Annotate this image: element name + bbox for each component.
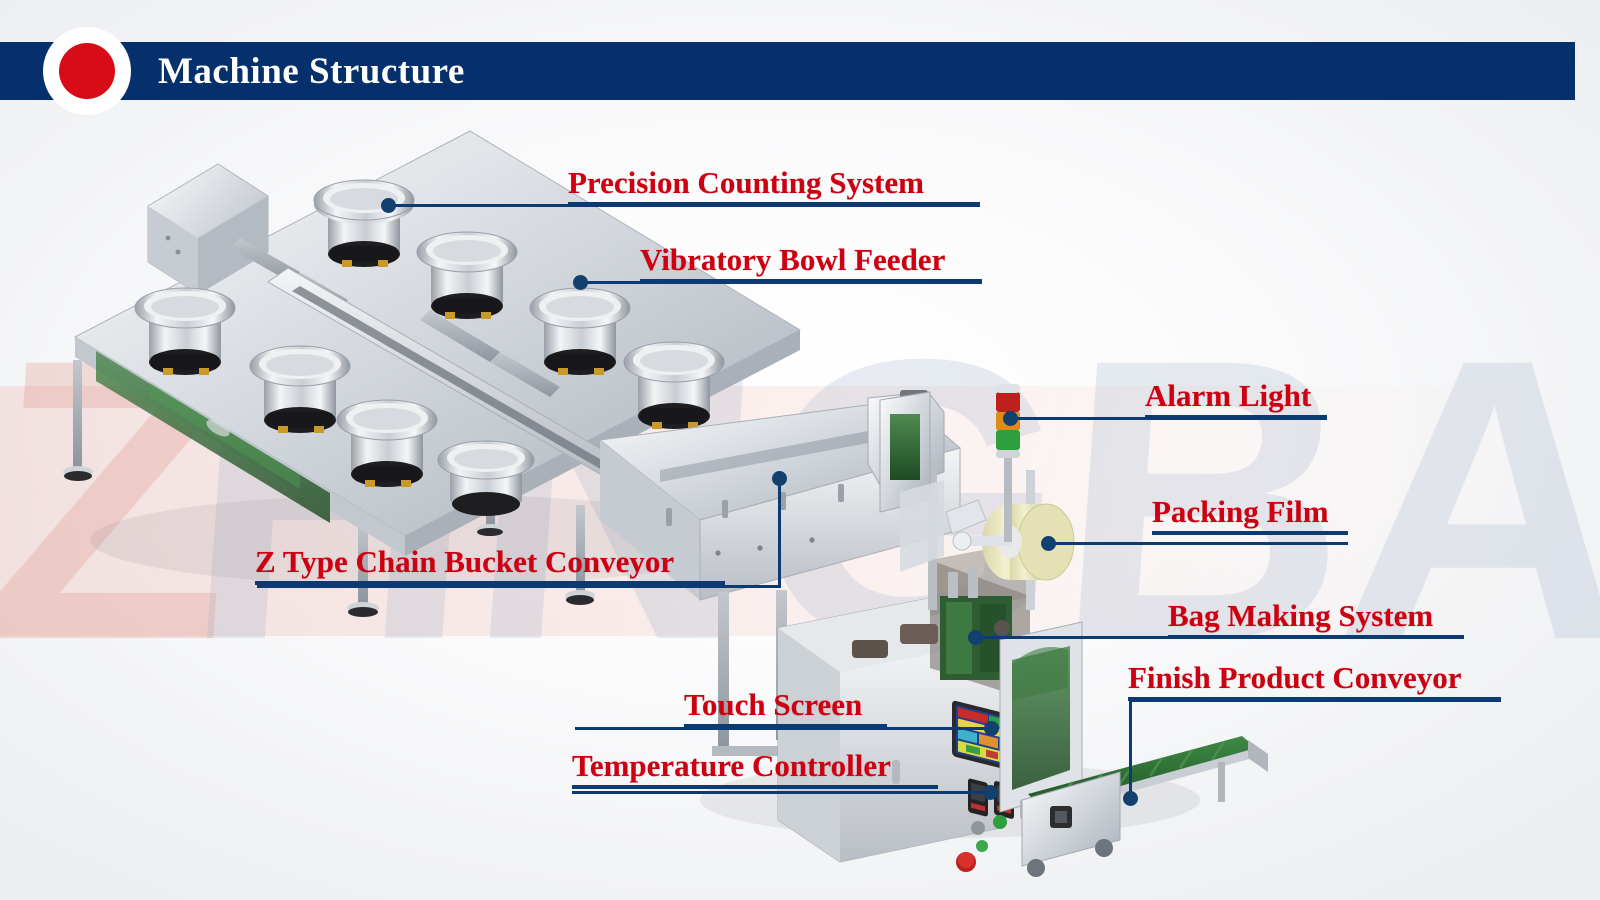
callout-label-vibratory-bowl-feeder: Vibratory Bowl Feeder (640, 242, 946, 277)
page-title: Machine Structure (158, 51, 465, 92)
callout-precision-counting-system: Precision Counting System (568, 165, 980, 206)
callout-label-temperature-controller: Temperature Controller (572, 748, 891, 783)
leader-z-type-chain-bucket-conveyor-riser (778, 477, 781, 588)
callout-rule-z-type-chain-bucket-conveyor (255, 580, 725, 585)
leader-packing-film (1048, 542, 1348, 545)
leader-dot-vibratory-bowl-feeder (573, 275, 588, 290)
red-dot-icon (59, 43, 115, 99)
leader-dot-alarm-light (1003, 411, 1018, 426)
callout-rule-bag-making-system (1168, 634, 1464, 639)
callout-rule-finish-product-conveyor (1128, 696, 1501, 701)
callout-touch-screen: Touch Screen (684, 687, 887, 728)
callout-finish-product-conveyor: Finish Product Conveyor (1128, 660, 1501, 701)
callout-rule-touch-screen (684, 723, 887, 728)
leader-dot-finish-product-conveyor (1123, 791, 1138, 806)
leader-temperature-controller (572, 791, 990, 794)
callout-vibratory-bowl-feeder: Vibratory Bowl Feeder (640, 242, 982, 283)
callout-bag-making-system: Bag Making System (1168, 598, 1464, 639)
leader-dot-touch-screen (984, 721, 999, 736)
callout-rule-temperature-controller (572, 784, 938, 789)
callout-label-alarm-light: Alarm Light (1145, 378, 1312, 413)
leader-dot-precision-counting-system (381, 198, 396, 213)
header-bar (0, 42, 1575, 100)
leader-z-type-chain-bucket-conveyor (257, 585, 781, 588)
callout-rule-alarm-light (1145, 414, 1327, 419)
callout-label-precision-counting-system: Precision Counting System (568, 165, 924, 200)
callout-label-finish-product-conveyor: Finish Product Conveyor (1128, 660, 1462, 695)
callout-alarm-light: Alarm Light (1145, 378, 1327, 419)
leader-touch-screen (575, 727, 990, 730)
callout-temperature-controller: Temperature Controller (572, 748, 938, 789)
callout-label-packing-film: Packing Film (1152, 494, 1329, 529)
callout-z-type-chain-bucket-conveyor: Z Type Chain Bucket Conveyor (255, 544, 725, 585)
callout-label-touch-screen: Touch Screen (684, 687, 863, 722)
callout-label-bag-making-system: Bag Making System (1168, 598, 1434, 633)
leader-dot-packing-film (1041, 536, 1056, 551)
callout-rule-vibratory-bowl-feeder (640, 278, 982, 283)
leader-dot-bag-making-system (968, 630, 983, 645)
leader-finish-product-conveyor-drop (1129, 699, 1132, 799)
callout-label-z-type-chain-bucket-conveyor: Z Type Chain Bucket Conveyor (255, 544, 675, 579)
leader-dot-temperature-controller (983, 785, 998, 800)
callout-packing-film: Packing Film (1152, 494, 1348, 535)
callout-rule-packing-film (1152, 530, 1348, 535)
callout-rule-precision-counting-system (568, 201, 980, 206)
leader-dot-z-type-chain-bucket-conveyor (772, 471, 787, 486)
